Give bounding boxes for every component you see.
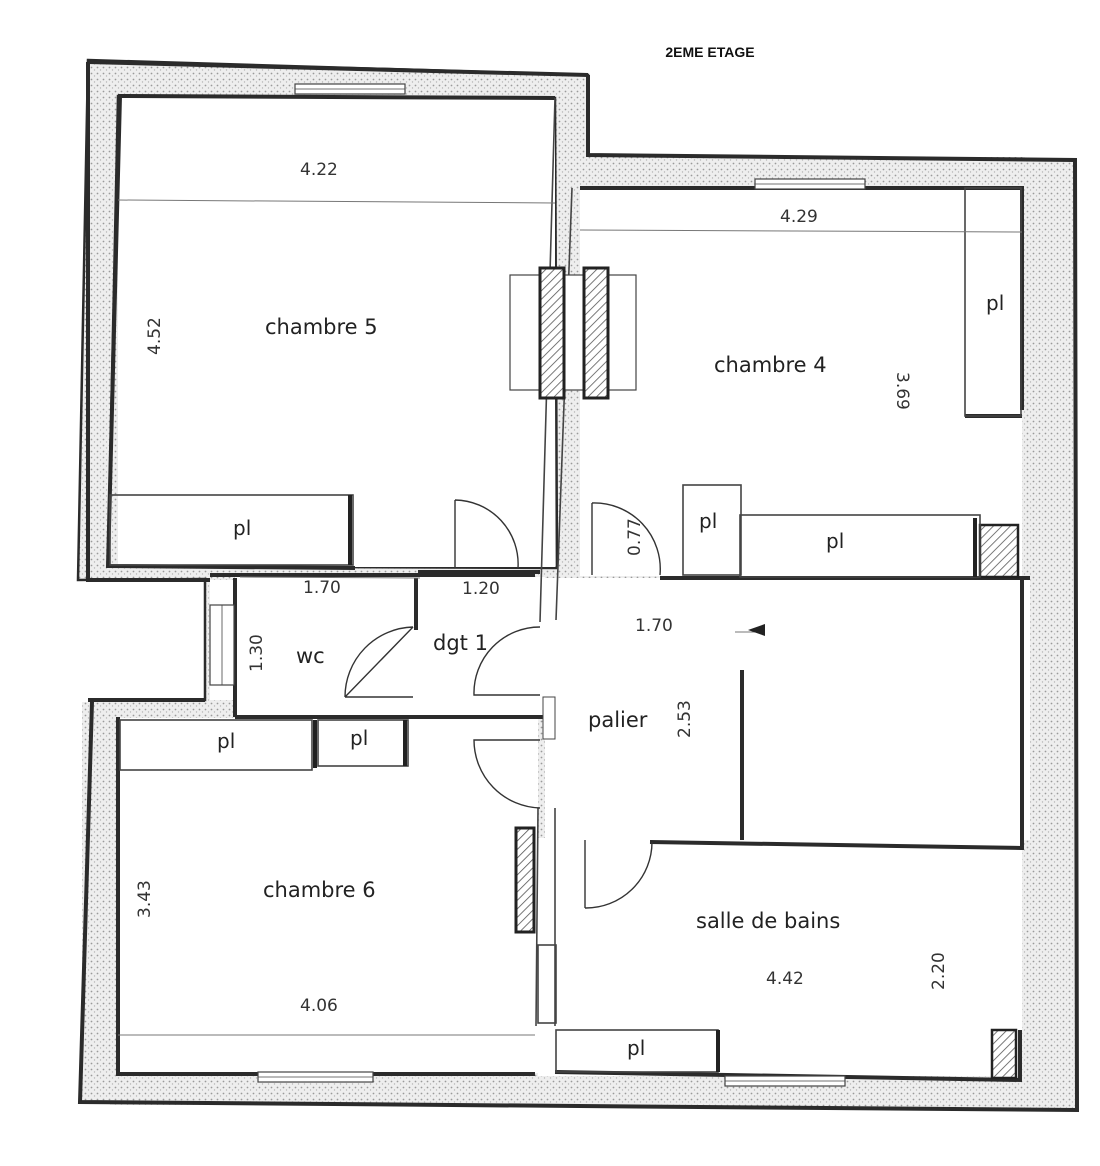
room-label-chambre-4: chambre 4 — [714, 353, 827, 377]
interior-walls — [77, 60, 1080, 1113]
room-label-chambre-6: chambre 6 — [263, 878, 376, 902]
dimension-lines — [117, 199, 1023, 1036]
dim-sdb-height: 2.20 — [929, 952, 949, 990]
doors — [344, 499, 661, 909]
room-label-dgt-1: dgt 1 — [433, 631, 488, 655]
dim-palier-width: 1.70 — [635, 616, 673, 636]
dim-ch6-width: 4.06 — [300, 996, 338, 1016]
closets — [109, 187, 1022, 1073]
room-label-chambre-5: chambre 5 — [265, 315, 378, 339]
dim-palier-height: 2.53 — [675, 700, 695, 738]
dim-ch5-width: 4.22 — [300, 160, 338, 180]
dim-ch6-height: 3.43 — [135, 880, 155, 918]
room-label-salle-de-bains: salle de bains — [696, 909, 840, 933]
closet-label-sdb: pl — [627, 1036, 645, 1060]
dim-wc-height: 1.30 — [247, 634, 267, 672]
dim-dgt1-width: 1.20 — [462, 579, 500, 599]
dim-wc-width: 1.70 — [303, 578, 341, 598]
dim-door-077: 0.77 — [625, 518, 645, 556]
closet-label-ch6-left: pl — [217, 729, 235, 753]
room-label-wc: wc — [296, 644, 325, 668]
chimney — [509, 266, 1020, 1080]
dim-sdb-width: 4.42 — [766, 969, 804, 989]
room-label-palier: palier — [588, 708, 648, 732]
dim-ch5-height: 4.52 — [145, 317, 165, 355]
dim-ch4-width: 4.29 — [780, 207, 818, 227]
closet-label-ch4-bottom: pl — [826, 529, 844, 553]
dim-ch4-height: 3.69 — [892, 372, 912, 410]
floor-title: 2EME ETAGE — [665, 44, 755, 60]
closet-label-ch4-small: pl — [699, 509, 717, 533]
closet-label-ch4-right: pl — [986, 291, 1004, 315]
closet-label-ch6-right: pl — [350, 726, 368, 750]
room-interiors — [118, 97, 1030, 1076]
windows — [209, 83, 866, 1087]
closet-label-ch5: pl — [233, 516, 251, 540]
